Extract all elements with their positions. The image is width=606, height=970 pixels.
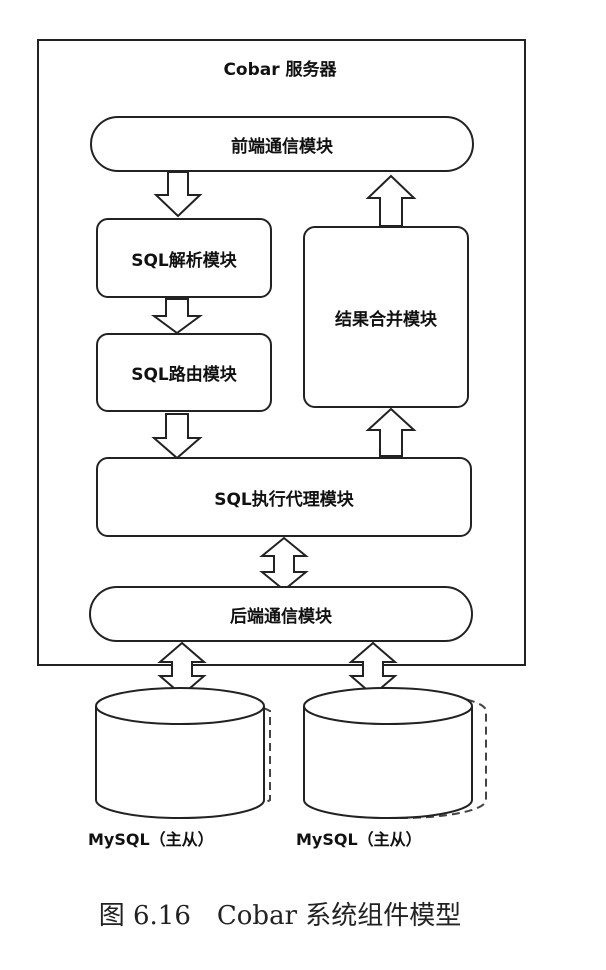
sql-route-module: SQL路由模块 bbox=[96, 333, 272, 412]
cobar-component-diagram: Cobar 服务器 前端通信模块 SQL解析模块 SQL路由模块 结果合并模块 … bbox=[37, 39, 526, 849]
backend-comm-module: 后端通信模块 bbox=[89, 586, 473, 642]
result-merge-module: 结果合并模块 bbox=[303, 226, 469, 408]
arrow-frontend-to-parse bbox=[153, 171, 203, 218]
database-2-label: MySQL（主从） bbox=[296, 830, 422, 849]
database-1-label: MySQL（主从） bbox=[88, 830, 214, 849]
arrow-parse-to-route bbox=[150, 298, 204, 335]
arrow-route-to-exec bbox=[151, 413, 203, 460]
arrow-merge-to-frontend bbox=[365, 174, 417, 227]
diagram-graphics bbox=[37, 39, 526, 819]
server-title: Cobar 服务器 bbox=[223, 60, 337, 80]
server-frame bbox=[37, 39, 526, 666]
arrow-exec-backend-bidirectional bbox=[259, 536, 309, 592]
database-2-cylinder bbox=[303, 687, 487, 819]
figure-caption: 图 6.16 Cobar 系统组件模型 bbox=[98, 901, 462, 931]
database-1-cylinder bbox=[95, 687, 271, 819]
sql-parse-module: SQL解析模块 bbox=[96, 218, 272, 298]
arrow-exec-to-merge bbox=[365, 407, 417, 457]
frontend-comm-module: 前端通信模块 bbox=[90, 116, 474, 172]
sql-exec-proxy-module: SQL执行代理模块 bbox=[96, 457, 472, 537]
